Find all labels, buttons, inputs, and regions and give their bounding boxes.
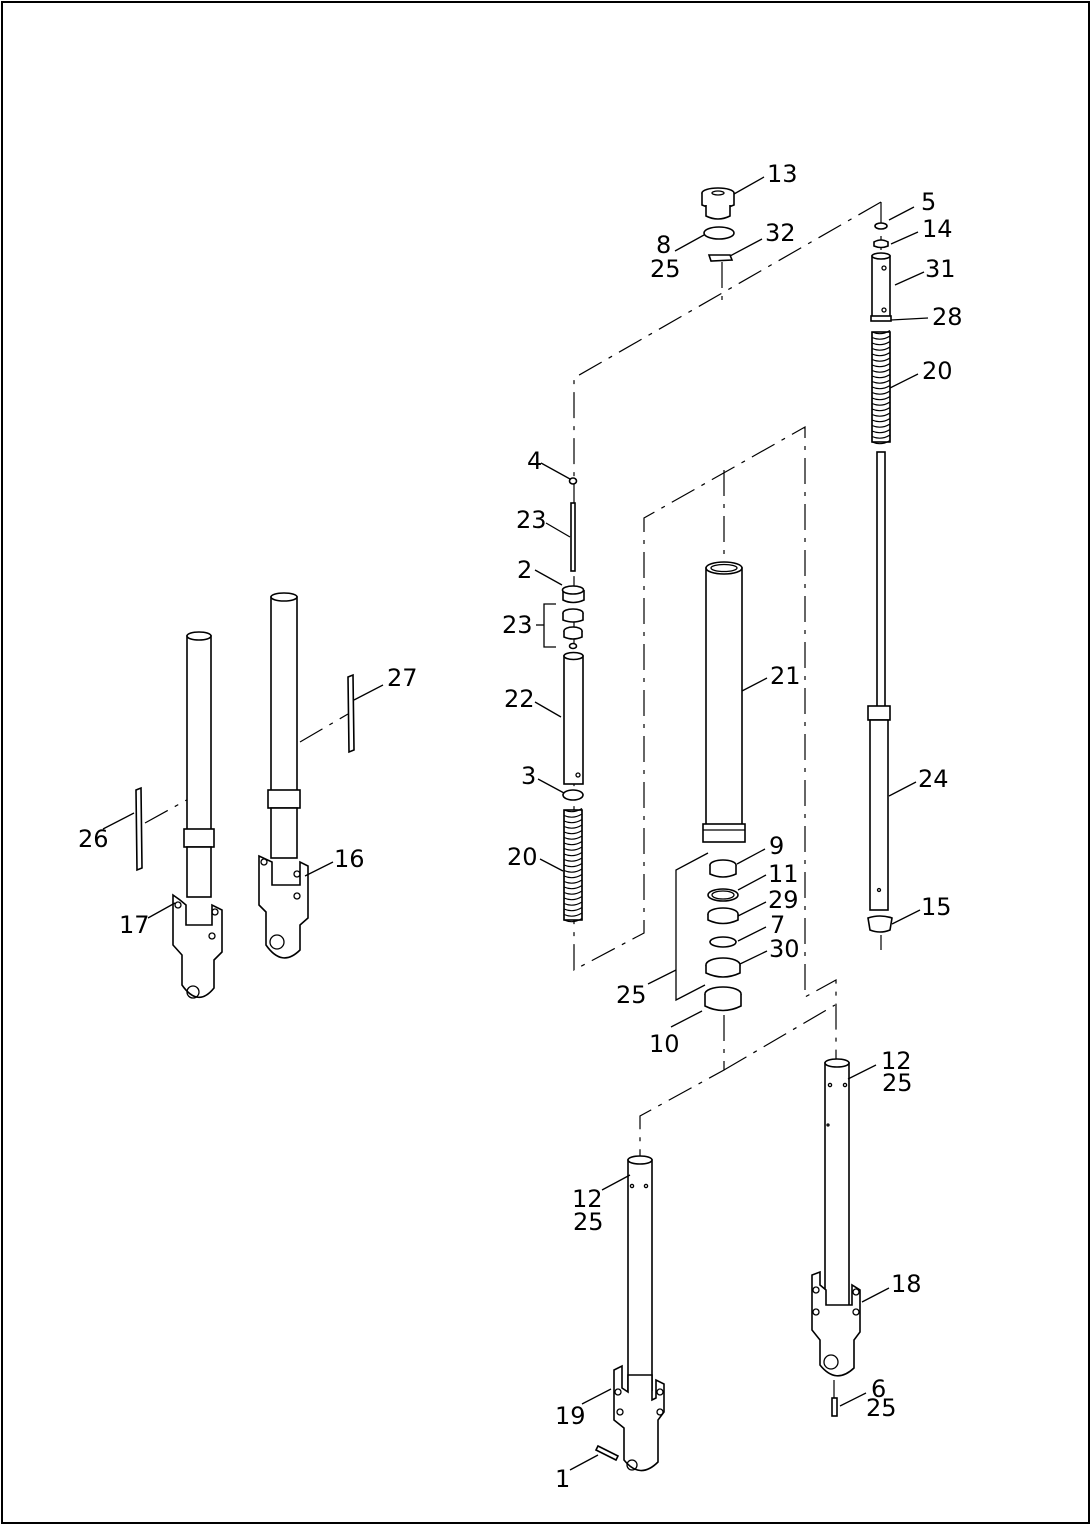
callout-24: 24	[918, 765, 949, 793]
callout-2: 2	[517, 556, 532, 584]
callout-31: 31	[925, 255, 956, 283]
o-ring	[703, 226, 735, 240]
fork-cap-bolt	[701, 187, 735, 220]
callout-8: 8	[656, 231, 671, 259]
callout-27: 27	[387, 664, 418, 692]
slider-18	[811, 1058, 861, 1377]
callout-29: 29	[768, 886, 799, 914]
slider-19	[613, 1155, 665, 1472]
spring-left	[563, 807, 583, 923]
callout-18: 18	[891, 1270, 922, 1298]
spacer-tube-31	[870, 252, 892, 322]
callout-11: 11	[768, 860, 799, 888]
damper-rod	[867, 451, 891, 911]
callout-12-right: 12	[881, 1047, 912, 1075]
callout-15: 15	[921, 893, 952, 921]
reflector-26	[135, 786, 143, 872]
callout-25-left: 25	[573, 1208, 604, 1236]
callout-26: 26	[78, 825, 109, 853]
nut-4	[568, 477, 578, 485]
callout-20-upper: 20	[922, 357, 953, 385]
assembly-lines	[144, 201, 882, 1398]
callout-25-right: 25	[882, 1069, 913, 1097]
callout-10: 10	[649, 1030, 680, 1058]
assembled-fork-16	[258, 592, 309, 959]
nut-32	[707, 254, 734, 262]
assembled-fork-17	[172, 631, 223, 999]
seal-stack	[704, 859, 742, 1012]
callout-4: 4	[527, 447, 542, 475]
callout-22: 22	[504, 685, 535, 713]
callout-1: 1	[555, 1465, 570, 1493]
bolt-6	[831, 1397, 838, 1417]
callout-25-seals: 25	[616, 981, 647, 1009]
callout-17: 17	[119, 911, 150, 939]
callout-13: 13	[767, 160, 798, 188]
valve-stack	[561, 585, 585, 650]
spring-coil	[563, 807, 583, 923]
reflector-27	[347, 673, 355, 754]
callout-12-left: 12	[572, 1185, 603, 1213]
callout-30: 30	[769, 935, 800, 963]
callout-19: 19	[555, 1402, 586, 1430]
callout-5: 5	[921, 188, 936, 216]
callout-7: 7	[770, 911, 785, 939]
callout-25-bolt: 25	[866, 1394, 897, 1422]
callout-23-rod: 23	[516, 506, 547, 534]
rod-23	[570, 502, 576, 572]
callout-6: 6	[871, 1375, 886, 1403]
callout-labels: 13 5 14 8 25 32 31 28 20 4 23 2 23 22 3 …	[78, 160, 963, 1493]
stop-15	[867, 915, 893, 933]
spring-upper-right	[871, 329, 891, 445]
leader-lines	[102, 176, 929, 1471]
fork-tube-21	[702, 561, 746, 843]
callout-21: 21	[770, 662, 801, 690]
callout-9: 9	[769, 832, 784, 860]
spring-coil	[871, 329, 891, 445]
washer-14	[873, 239, 889, 249]
callout-23-stack: 23	[502, 611, 533, 639]
callout-28: 28	[932, 303, 963, 331]
callout-16: 16	[334, 845, 365, 873]
callout-25-cap: 25	[650, 255, 681, 283]
cartridge-tube-22	[563, 651, 584, 785]
callout-20-lower: 20	[507, 843, 538, 871]
callout-14: 14	[922, 215, 953, 243]
nut-5	[874, 222, 888, 230]
ring-3	[562, 789, 584, 801]
callout-32: 32	[765, 219, 796, 247]
callout-3: 3	[521, 762, 536, 790]
bolt-1	[594, 1444, 620, 1462]
